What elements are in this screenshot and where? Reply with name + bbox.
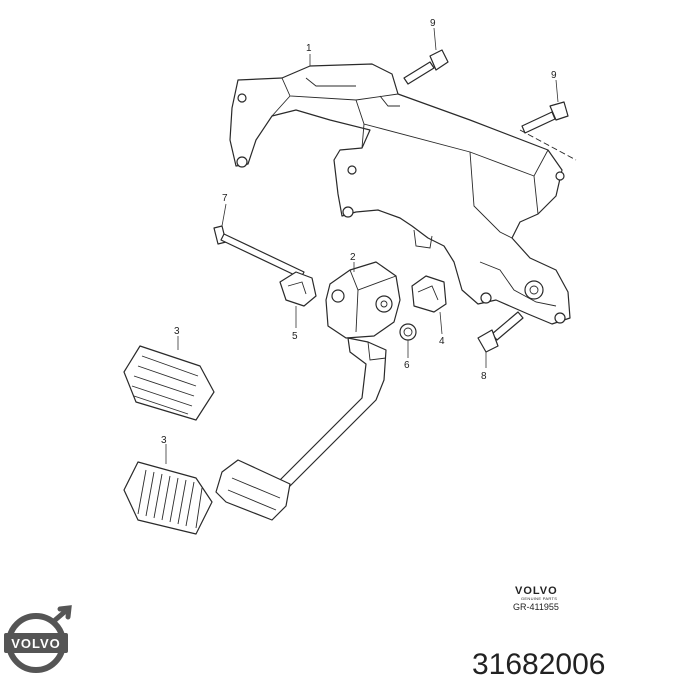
pedal-pad-part-3-lower bbox=[123, 461, 213, 535]
logo-wordmark: VOLVO bbox=[11, 636, 61, 651]
pedal-pad-part-3-upper bbox=[123, 345, 215, 421]
bolt-part-9-right bbox=[519, 101, 577, 161]
part-number: 31682006 bbox=[472, 648, 606, 681]
callout-1: 1 bbox=[306, 43, 312, 54]
callout-5: 5 bbox=[292, 331, 298, 342]
reference-subtitle: GENUINE PARTS bbox=[521, 596, 558, 601]
pivot-bolt-part-7 bbox=[213, 225, 305, 279]
bolt-part-8 bbox=[477, 311, 524, 353]
callout-3-upper: 3 bbox=[174, 326, 180, 337]
callout-7: 7 bbox=[222, 193, 228, 204]
volvo-iron-mark-icon: VOLVO bbox=[4, 605, 72, 673]
reference-brand: VOLVO bbox=[515, 585, 558, 597]
callout-9-upper: 9 bbox=[430, 18, 436, 29]
callout-3-lower: 3 bbox=[161, 435, 167, 446]
callout-6: 6 bbox=[404, 360, 410, 371]
callout-2: 2 bbox=[350, 252, 356, 263]
reference-code: GR-411955 bbox=[513, 602, 559, 612]
clip-part-5 bbox=[279, 271, 317, 307]
pedal-hub-part-2 bbox=[325, 261, 401, 339]
sensor-bracket-part-4 bbox=[411, 275, 447, 313]
leader-lines bbox=[165, 27, 559, 464]
bushing-part-6 bbox=[399, 323, 417, 341]
bolt-part-9-upper bbox=[403, 49, 449, 85]
pedal-arm bbox=[215, 337, 387, 521]
callout-8: 8 bbox=[481, 371, 487, 382]
callout-9-right: 9 bbox=[551, 70, 557, 81]
callout-4: 4 bbox=[439, 336, 445, 347]
pedal-bracket-part-1 bbox=[229, 63, 571, 325]
